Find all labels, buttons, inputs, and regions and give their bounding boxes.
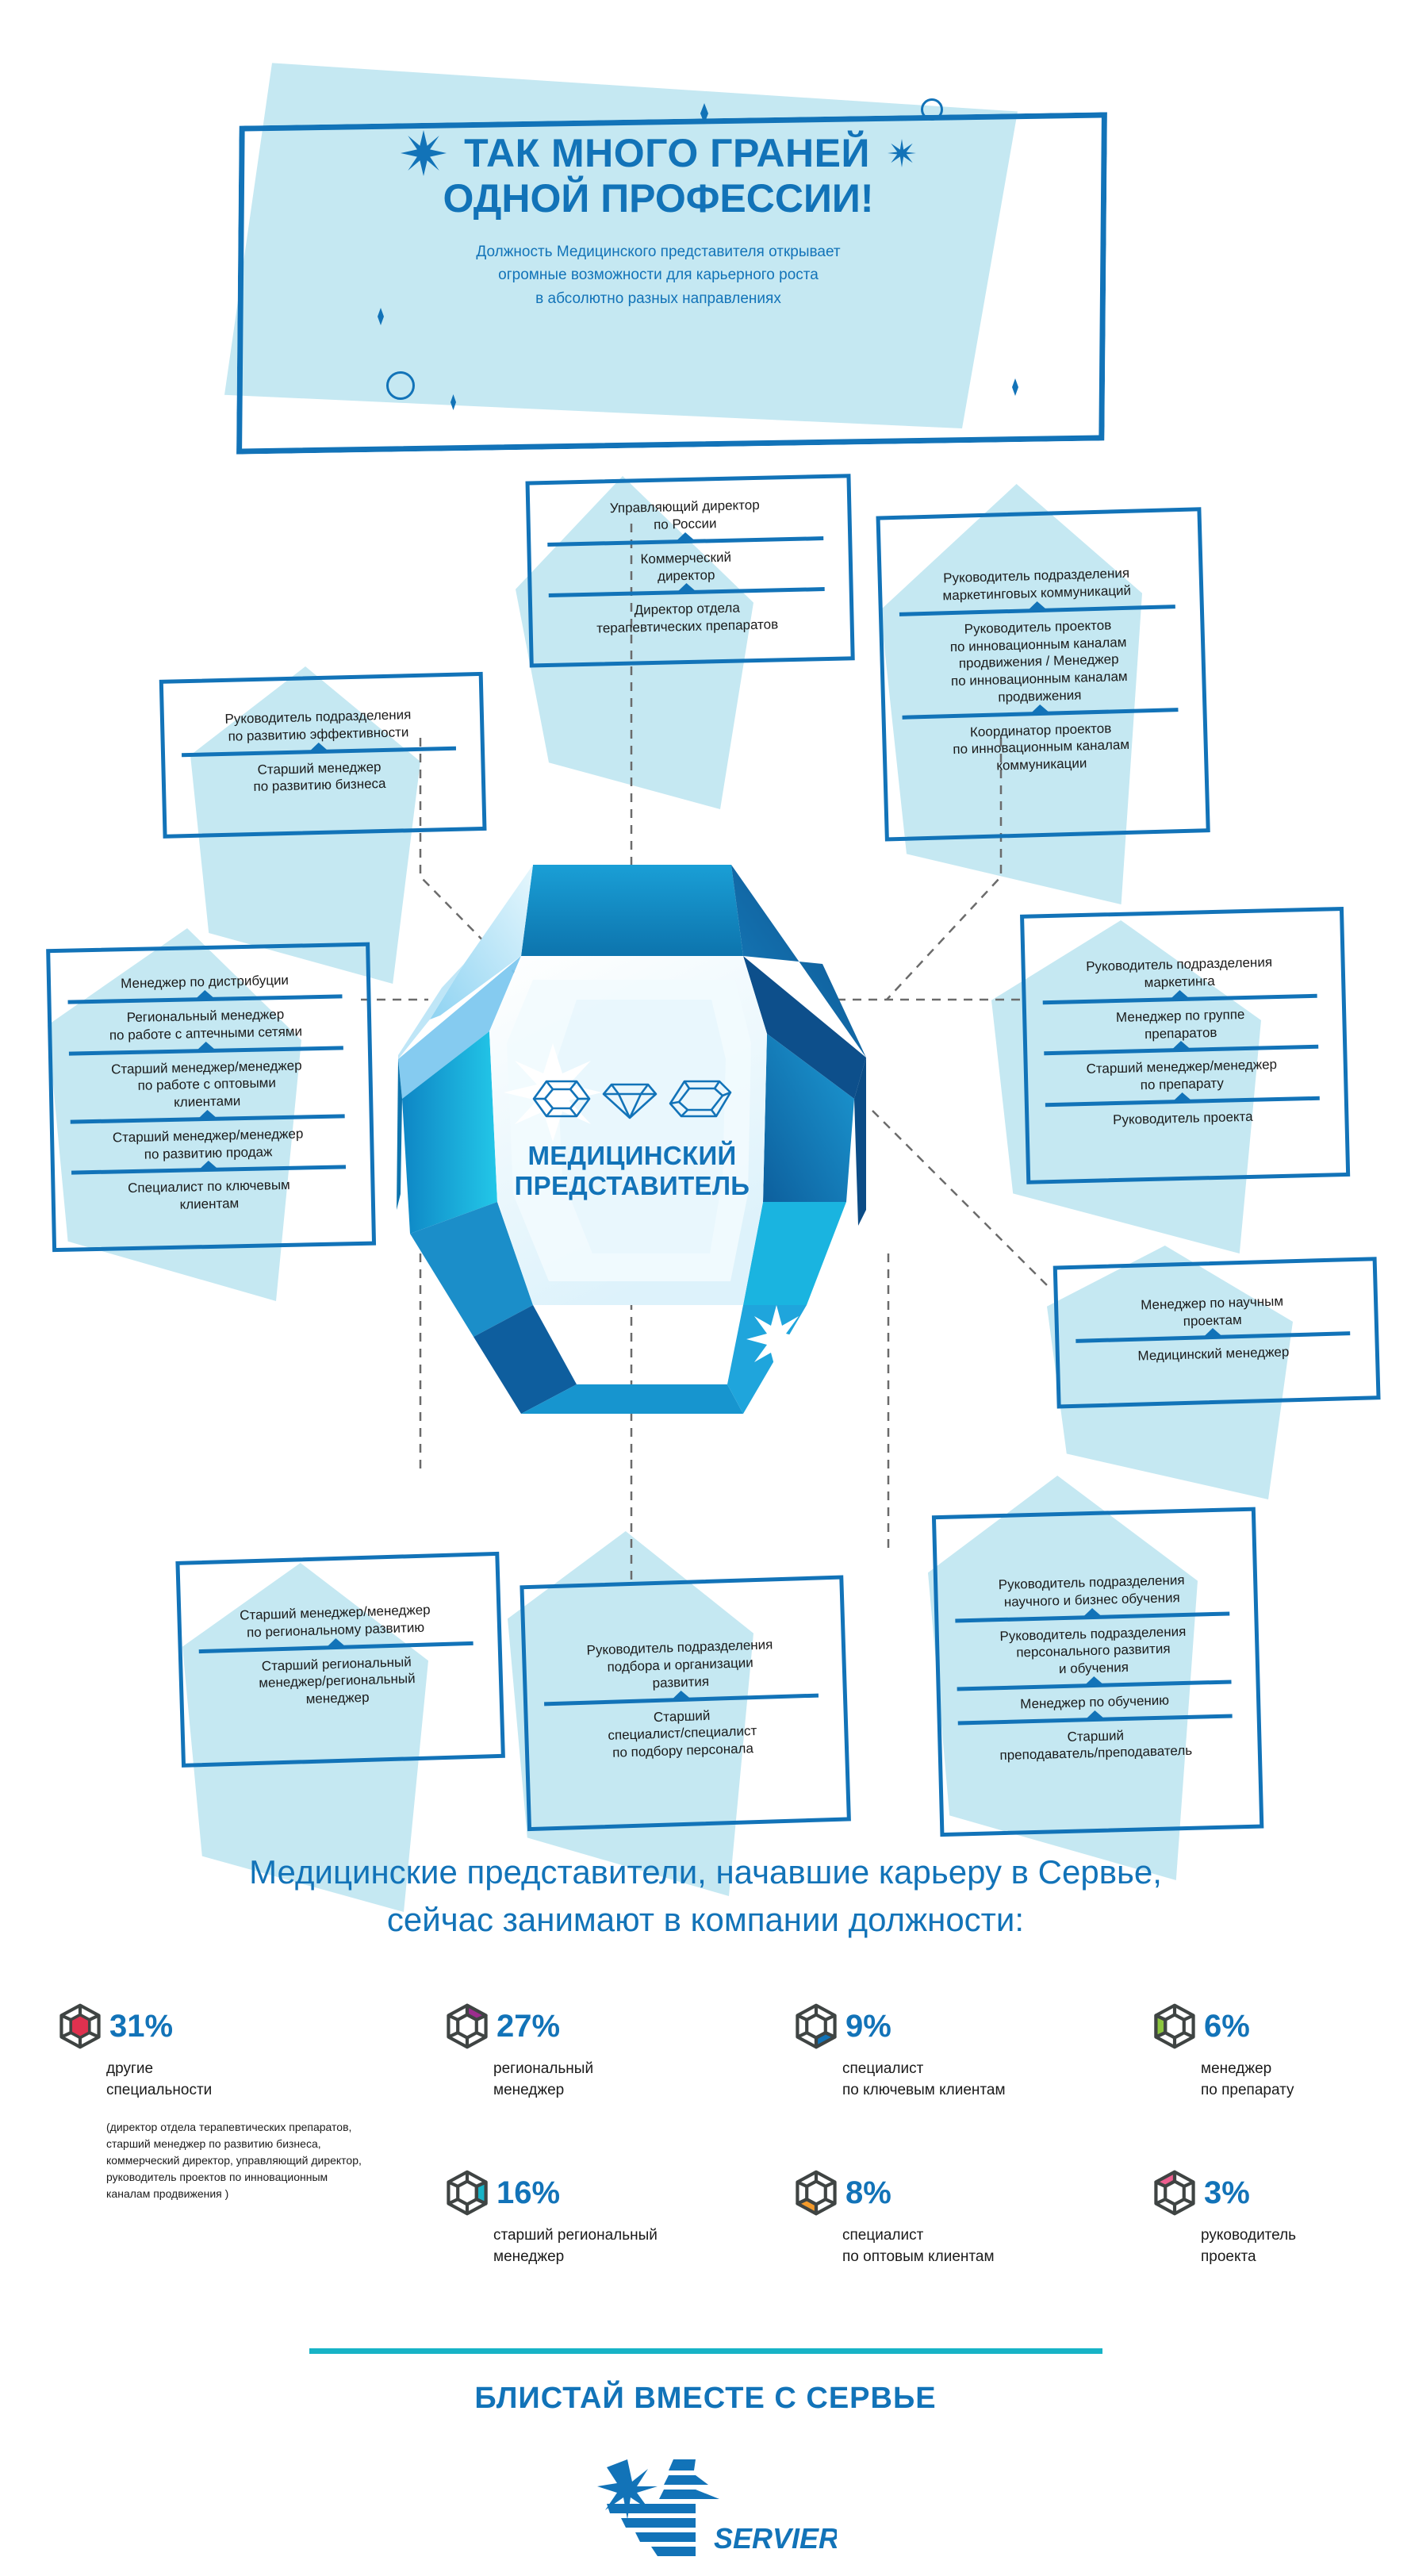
stat-item-8[interactable]: 8% специалист по оптовым клиентам: [793, 2170, 1071, 2268]
servier-wordmark: SERVIER: [714, 2522, 837, 2555]
career-node-left[interactable]: Менеджер по дистрибуции Региональный мен…: [46, 942, 377, 1253]
circle-outline-icon: [386, 371, 415, 400]
stat-label-line1: менеджер: [1201, 2060, 1272, 2077]
stat-percent: 31%: [109, 2009, 174, 2044]
sparkle-star-icon: [401, 130, 447, 176]
stat-label-line2: проекта: [1201, 2248, 1256, 2265]
gem-stat-icon: [1152, 2003, 1198, 2049]
stat-label: другие специальности: [106, 2059, 374, 2102]
stat-item-27[interactable]: 27% региональный менеджер: [444, 2003, 722, 2102]
stat-label-line2: по оптовым клиентам: [842, 2248, 995, 2265]
stat-label-line1: специалист: [842, 2060, 924, 2077]
node-level-text: Руководитель проекта: [1112, 1108, 1253, 1127]
sparkle-star-icon: [887, 139, 916, 167]
hero-background-shape: [224, 63, 1018, 428]
diamond-dot-icon: [698, 103, 711, 128]
stat-label-line1: руководитель: [1201, 2227, 1297, 2244]
diamond-dot-icon: [375, 308, 386, 329]
gem-stat-icon: [444, 2003, 490, 2049]
stat-label-line2: по препарату: [1201, 2081, 1294, 2098]
gem-stat-icon: [1152, 2170, 1198, 2216]
stat-note: (директор отдела терапевтических препара…: [106, 2120, 362, 2200]
stat-item-31[interactable]: 31% другие специальности (директор отдел…: [57, 2003, 374, 2202]
stat-label-line2: менеджер: [493, 2081, 565, 2098]
gem-stat-icon: [793, 2170, 839, 2216]
statistics-section: Медицинские представители, начавшие карь…: [0, 1825, 1411, 2380]
stat-item-16[interactable]: 16% старший региональный менеджер: [444, 2170, 722, 2268]
gem-stat-icon: [57, 2003, 103, 2049]
stat-label: руководитель проекта: [1201, 2225, 1390, 2268]
stat-label: менеджер по препарату: [1201, 2059, 1390, 2102]
stat-label-line1: региональный: [493, 2060, 594, 2077]
hero-title-line2: ОДНОЙ ПРОФЕССИИ!: [443, 176, 874, 221]
diamond-dot-icon: [1010, 378, 1021, 400]
stat-label: региональный менеджер: [493, 2059, 722, 2102]
stat-label-line1: специалист: [842, 2227, 924, 2244]
stat-item-6[interactable]: 6% менеджер по препарату: [1152, 2003, 1390, 2102]
footer-section: БЛИСТАЙ ВМЕСТЕ С СЕРВЬЕ SERVIER: [0, 2348, 1411, 2576]
stat-label-line2: по ключевым клиентам: [842, 2081, 1006, 2098]
footer-tagline: БЛИСТАЙ ВМЕСТЕ С СЕРВЬЕ: [474, 2382, 937, 2415]
diamond-dot-icon: [448, 394, 458, 414]
stat-percent: 6%: [1204, 2009, 1250, 2044]
hero-title-line1: ТАК МНОГО ГРАНЕЙ: [464, 130, 870, 175]
hero-banner: ТАК МНОГО ГРАНЕЙ ОДНОЙ ПРОФЕССИИ! Должно…: [0, 0, 1411, 460]
gem-stat-icon: [444, 2170, 490, 2216]
central-gem-graphic: [394, 861, 870, 1416]
stat-label-line1: другие: [106, 2060, 154, 2077]
hero-subtitle-line3: в абсолютно разных направлениях: [535, 290, 781, 307]
stat-label-line2: менеджер: [493, 2248, 565, 2265]
stat-percent: 3%: [1204, 2175, 1250, 2210]
stat-percent: 16%: [497, 2175, 561, 2210]
hero-subtitle: Должность Медицинского представителя отк…: [476, 240, 840, 310]
stat-label: специалист по оптовым клиентам: [842, 2225, 1071, 2268]
stats-heading-line1: Медицинские представители, начавшие карь…: [249, 1853, 1162, 1891]
stat-label: специалист по ключевым клиентам: [842, 2059, 1071, 2102]
stat-item-3[interactable]: 3% руководитель проекта: [1152, 2170, 1390, 2268]
stats-heading-line2: сейчас занимают в компании должности:: [386, 1900, 1025, 1938]
hero-subtitle-line2: огромные возможности для карьерного рост…: [498, 267, 819, 284]
gem-stat-icon: [793, 2003, 839, 2049]
hero-subtitle-line1: Должность Медицинского представителя отк…: [476, 244, 841, 260]
stats-heading: Медицинские представители, начавшие карь…: [0, 1849, 1411, 1943]
stat-item-9[interactable]: 9% специалист по ключевым клиентам: [793, 2003, 1071, 2102]
divider-rule: [309, 2348, 1102, 2354]
stat-percent: 8%: [845, 2175, 891, 2210]
stat-label-line1: старший региональный: [493, 2227, 658, 2244]
stat-label-line2: специальности: [106, 2081, 213, 2098]
stat-percent: 27%: [497, 2009, 561, 2044]
servier-logo: SERVIER: [0, 2451, 1411, 2563]
stat-percent: 9%: [845, 2009, 891, 2044]
circle-outline-icon: [921, 98, 943, 121]
stat-label: старший региональный менеджер: [493, 2225, 722, 2268]
